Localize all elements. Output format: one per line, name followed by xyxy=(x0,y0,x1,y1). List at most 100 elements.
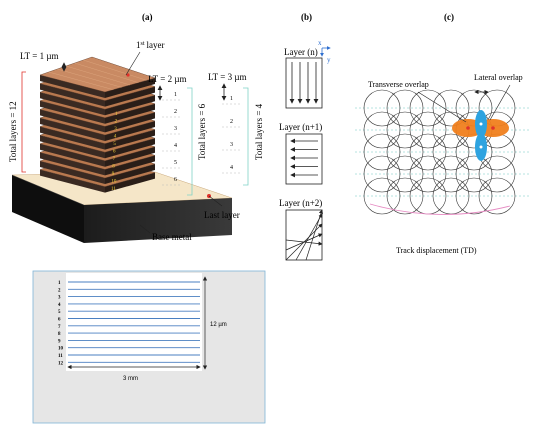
lt2-layer-number: 1 xyxy=(174,92,177,98)
scan-arrows-horizontal xyxy=(290,138,318,178)
layer-texture xyxy=(65,65,131,86)
row-number: 3 xyxy=(58,296,61,301)
lt2-layer-number: 6 xyxy=(174,177,177,183)
layer-n1-label: Layer (n+1) xyxy=(279,122,322,132)
lt2-layer-number: 2 xyxy=(174,109,177,115)
track-circle xyxy=(409,89,447,127)
row-number: 11 xyxy=(58,354,63,359)
layer-side-left xyxy=(40,135,105,159)
layer-number: 4 xyxy=(114,135,117,140)
layer-side-left xyxy=(40,143,105,167)
layer-side-left xyxy=(40,92,105,116)
layer-texture xyxy=(74,62,139,83)
transverse-overlap-label: Transverse overlap xyxy=(368,80,429,89)
row-number: 8 xyxy=(58,332,61,337)
layer-side-right xyxy=(105,129,155,150)
track-circle xyxy=(363,89,401,127)
row-number: 4 xyxy=(58,303,61,308)
layer-side-left xyxy=(40,83,105,107)
track-circle xyxy=(409,155,447,193)
layer-number: 5 xyxy=(113,142,116,147)
layer-side-right xyxy=(105,146,155,167)
last-layer-pointer xyxy=(208,195,223,207)
layer-number: 11 xyxy=(111,187,116,192)
layer-side-right xyxy=(105,78,155,98)
row-number: 5 xyxy=(58,310,61,315)
scan-arrow xyxy=(285,223,323,261)
layer-texture xyxy=(83,59,147,81)
track-circle xyxy=(455,155,493,193)
track-circle xyxy=(386,133,424,171)
scan-arrow xyxy=(305,209,323,261)
layer-side-left xyxy=(40,161,105,184)
layer-number: 8 xyxy=(112,165,115,170)
thickness-label: 12 µm xyxy=(210,322,227,328)
layer-n-label: Layer (n) xyxy=(284,47,318,57)
scan-arrow xyxy=(295,213,323,261)
layer-number: 7 xyxy=(113,157,116,162)
row-number: 12 xyxy=(58,361,64,366)
base-metal-pointer xyxy=(139,224,151,234)
lt2-column: 1 2 3 4 5 6 xyxy=(162,92,182,186)
track-circle-grid xyxy=(355,89,530,215)
layer-side-left xyxy=(40,126,105,150)
layer-side-right xyxy=(105,86,155,107)
layer-number: 2 xyxy=(115,120,118,125)
track-circle xyxy=(455,177,493,215)
svg-text:x: x xyxy=(318,39,322,47)
layer-side-left xyxy=(40,152,105,176)
lt1-label: LT = 1 µm xyxy=(20,51,59,61)
first-layer-pointer xyxy=(125,51,141,76)
lt2-layer-number: 3 xyxy=(174,126,177,132)
track-circle xyxy=(432,133,470,171)
track-circle xyxy=(386,111,424,149)
row-number: 1 xyxy=(58,281,61,286)
track-circle xyxy=(432,89,470,127)
scan-arrows-vertical xyxy=(289,62,319,104)
track-displacement-label: Track displacement (TD) xyxy=(396,246,477,255)
layer-side-right xyxy=(105,95,155,116)
track-displacement-brace xyxy=(369,203,511,215)
track-circle xyxy=(363,133,401,171)
svg-text:Total layers = 12: Total layers = 12 xyxy=(8,101,18,162)
track-circle xyxy=(386,177,424,215)
lt2-layer-number: 4 xyxy=(174,143,177,149)
layer-side-right xyxy=(105,172,155,193)
row-number: 9 xyxy=(58,339,61,344)
scan-arrows-diagonal xyxy=(285,209,323,261)
panel-c-label: (c) xyxy=(444,12,454,22)
panel-a-label: (a) xyxy=(142,12,153,22)
layer-n2-label: Layer (n+2) xyxy=(279,198,322,208)
layer-number: 6 xyxy=(113,150,116,155)
layer-number: 1 xyxy=(115,112,118,117)
layer-side-left xyxy=(40,118,105,141)
lt3-layer-number: 4 xyxy=(230,165,233,171)
total12-annotation: Total layers = 12 xyxy=(8,71,26,173)
lt3-layer-number: 1 xyxy=(230,96,233,102)
layer-side-right xyxy=(105,164,155,184)
total6-label: Total layers = 6 xyxy=(197,103,207,160)
layer-side-right xyxy=(105,103,155,124)
first-layer-dot xyxy=(126,73,130,77)
track-circle xyxy=(409,133,447,171)
layer-side-left xyxy=(40,100,105,124)
row-number: 10 xyxy=(58,347,64,352)
layer-side-left xyxy=(40,109,105,133)
row-number: 7 xyxy=(58,325,61,330)
layer-number: 10 xyxy=(111,180,117,185)
lt3-layer-number: 2 xyxy=(230,119,233,125)
lt3-label: LT = 3 µm xyxy=(208,72,247,82)
lt2-layer-number: 5 xyxy=(174,160,177,166)
layer-texture xyxy=(48,71,114,90)
track-circle xyxy=(478,177,516,215)
track-circle xyxy=(409,111,447,149)
layer-number: 9 xyxy=(112,172,115,177)
axis-indicator: x y xyxy=(318,39,331,64)
layer-side-right xyxy=(105,121,155,141)
track-circle xyxy=(386,155,424,193)
svg-text:y: y xyxy=(327,56,331,64)
